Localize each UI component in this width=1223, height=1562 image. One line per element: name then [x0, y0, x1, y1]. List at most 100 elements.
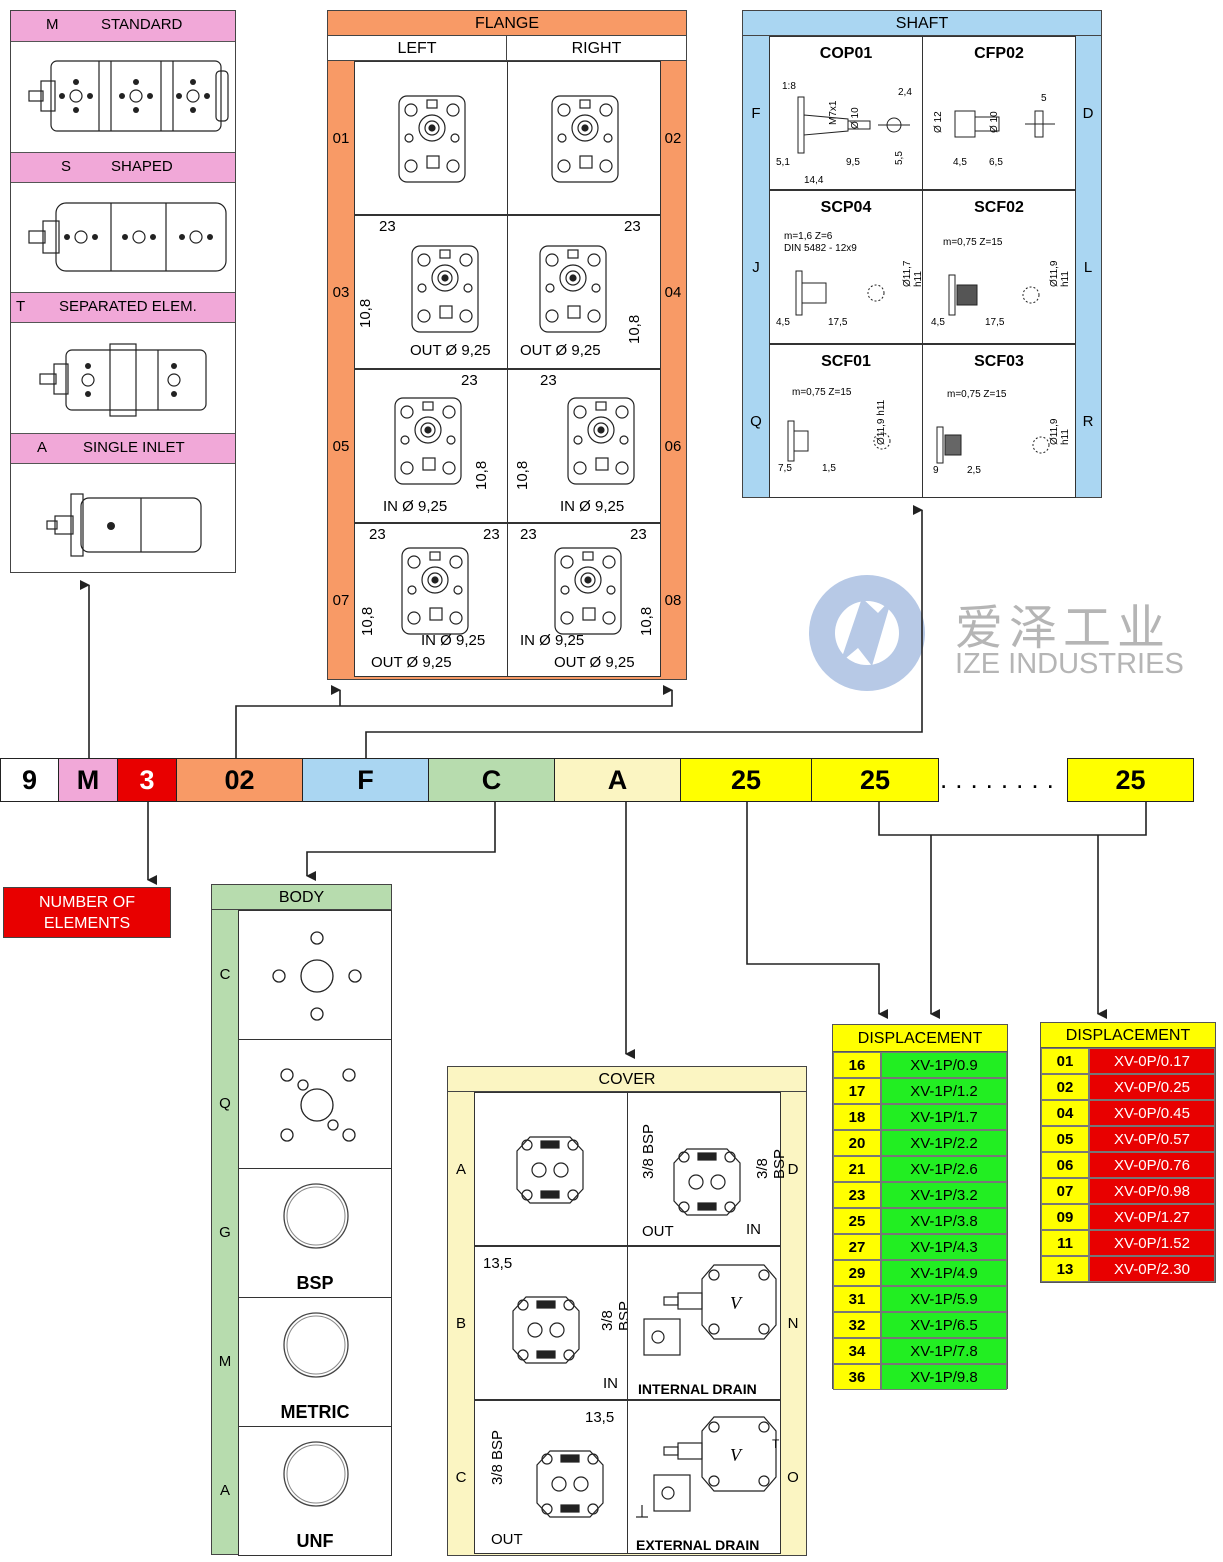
spec-label: m=0,75 Z=15	[792, 387, 852, 398]
body-cell-c	[238, 910, 392, 1040]
body-c-drawing	[272, 931, 362, 1021]
shaft-scf02-drawing	[948, 274, 1040, 316]
type-header-s: S SHAPED	[11, 152, 235, 183]
flange-panel: FLANGE LEFT RIGHT 01 03 05 07 02 04 06 0…	[327, 10, 687, 680]
cover-panel: COVER A B C D N O 3/8 BSP 3/8 BSP OUT IN…	[447, 1066, 807, 1556]
code-elements: 3	[117, 758, 177, 802]
dim-23: 23	[369, 526, 386, 543]
body-g-label: BSP	[296, 1273, 334, 1293]
shaft-code-f: F	[751, 104, 761, 122]
type-code: M	[46, 16, 59, 33]
din-label: DIN 5482 - 12x9	[784, 243, 857, 254]
displacement-value: XV-1P/1.2	[881, 1078, 1007, 1104]
body-a-label: UNF	[296, 1531, 334, 1551]
displacement-value: XV-0P/0.25	[1089, 1074, 1215, 1100]
displacement-value: XV-0P/0.98	[1089, 1178, 1215, 1204]
displacement-value: XV-0P/0.57	[1089, 1126, 1215, 1152]
body-cell-a: UNF	[238, 1426, 392, 1556]
displacement-value: XV-1P/1.7	[881, 1104, 1007, 1130]
cover-code-d: D	[787, 1160, 799, 1178]
shaft-panel: SHAFT F J Q D L R COP01 1:8 M7x1 Ø 10 2,…	[742, 10, 1102, 498]
ize-logo-icon	[809, 575, 925, 691]
dim-label: 4,5	[931, 317, 945, 328]
logo-chinese: 爱泽工业	[955, 602, 1172, 655]
displacement-value: XV-0P/0.76	[1089, 1152, 1215, 1178]
flange-code-03: 03	[332, 283, 350, 301]
code-cover: A	[554, 758, 681, 802]
displacement-value: XV-0P/1.52	[1089, 1230, 1215, 1256]
shaft-name: SCF02	[974, 199, 1024, 216]
flange-cell-02	[507, 61, 661, 215]
cover-cell-a	[474, 1092, 628, 1246]
type-code: S	[61, 158, 72, 175]
body-panel: BODY C Q G M A BSP	[211, 884, 392, 1556]
flange-cell-05: 23 10,8 IN Ø 9,25	[354, 369, 508, 523]
spec-label: m=0,75 Z=15	[947, 389, 1007, 400]
type-label: SHAPED	[111, 158, 173, 175]
shaft-cell-scf02: SCF02 m=0,75 Z=15 Ø11,9 h11 4,5 17,5	[922, 190, 1076, 344]
shaft-name: COP01	[819, 45, 873, 62]
body-m-label: METRIC	[280, 1402, 350, 1422]
number-of-elements-box: NUMBER OF ELEMENTS	[3, 887, 171, 938]
displacement-code: 34	[833, 1338, 881, 1364]
flange-title: FLANGE	[328, 11, 686, 36]
flange-code-04: 04	[664, 283, 682, 301]
displacement-value: XV-1P/5.9	[881, 1286, 1007, 1312]
pump-standard-drawing	[28, 60, 229, 132]
flange-code-07: 07	[332, 591, 350, 609]
dim-23: 23	[630, 526, 647, 543]
body-cell-g: BSP	[238, 1168, 392, 1298]
cover-code-b: B	[455, 1314, 466, 1332]
body-cell-m: METRIC	[238, 1297, 392, 1427]
dim-label: 5,1	[776, 157, 790, 168]
displacement-code: 06	[1041, 1152, 1089, 1178]
dim-label: 17,5	[828, 317, 848, 328]
shaft-cell-cfp02: CFP02 Ø 12 Ø 10 5 4,5 6,5	[922, 36, 1076, 190]
displacement-code: 20	[833, 1130, 881, 1156]
displacement-code: 13	[1041, 1256, 1089, 1282]
cover-code-a: A	[455, 1160, 466, 1178]
cover-code-o: O	[787, 1468, 799, 1486]
cover-a-drawing	[516, 1136, 584, 1204]
type-header-m: M STANDARD	[11, 11, 235, 42]
displacement-value: XV-1P/2.6	[881, 1156, 1007, 1182]
dim-23: 23	[520, 526, 537, 543]
shaft-code-j: J	[752, 258, 760, 276]
displacement-code: 29	[833, 1260, 881, 1286]
dim-label: 4,5	[776, 317, 790, 328]
cover-d-drawing	[673, 1148, 741, 1216]
dim-23: 23	[379, 218, 396, 235]
in-label: IN Ø 9,25	[383, 498, 448, 515]
cover-n-drawing: V	[643, 1264, 777, 1356]
code-displacement-1: 25	[680, 758, 812, 802]
type-label: SEPARATED ELEM.	[59, 298, 197, 315]
taper-label: 1:8	[782, 81, 796, 92]
shaft-scf03-drawing	[936, 426, 1050, 464]
body-q-drawing	[280, 1068, 356, 1142]
dim-23: 23	[624, 218, 641, 235]
type-header-t: T SEPARATED ELEM.	[11, 292, 235, 323]
out-label: OUT Ø 9,25	[410, 342, 491, 359]
flange-cell-04: 23 10,8 OUT Ø 9,25	[507, 215, 661, 369]
external-drain-label: EXTERNAL DRAIN	[636, 1537, 760, 1553]
dim-label: 4,5	[953, 157, 967, 168]
number-of-elements-label: NUMBER OF ELEMENTS	[39, 893, 135, 932]
shaft-code-l: L	[1083, 258, 1093, 276]
dim-13-5: 13,5	[483, 1255, 513, 1272]
body-m-port-drawing	[283, 1312, 349, 1378]
flange-right-header: RIGHT	[507, 36, 686, 61]
cover-title: COVER	[448, 1067, 806, 1092]
svg-text:V: V	[730, 1293, 743, 1313]
in-label: IN Ø 9,25	[560, 498, 625, 515]
shaft-cell-scf03: SCF03 m=0,75 Z=15 Ø11,9 h11 9 2,5	[922, 344, 1076, 498]
flange-code-08: 08	[664, 591, 682, 609]
displacement-value: XV-1P/4.3	[881, 1234, 1007, 1260]
shaft-scf01-drawing	[787, 420, 891, 462]
shaft-code-r: R	[1082, 412, 1094, 430]
